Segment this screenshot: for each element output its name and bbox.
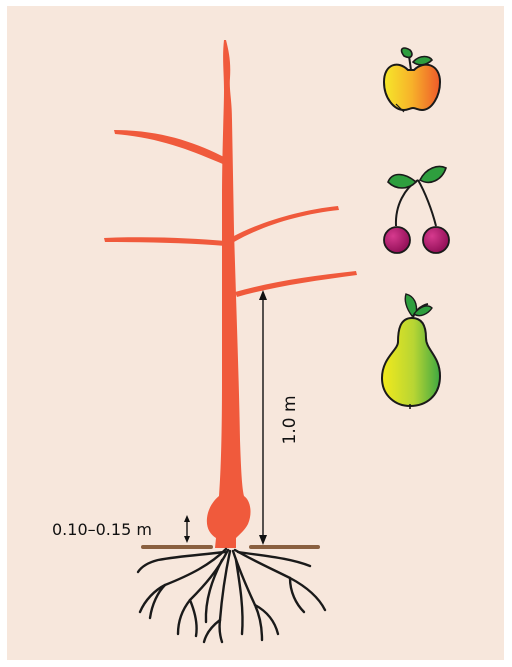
trunk-height-label: 1.0 m	[280, 396, 300, 445]
graft-height-label: 0.10–0.15 m	[52, 520, 152, 539]
